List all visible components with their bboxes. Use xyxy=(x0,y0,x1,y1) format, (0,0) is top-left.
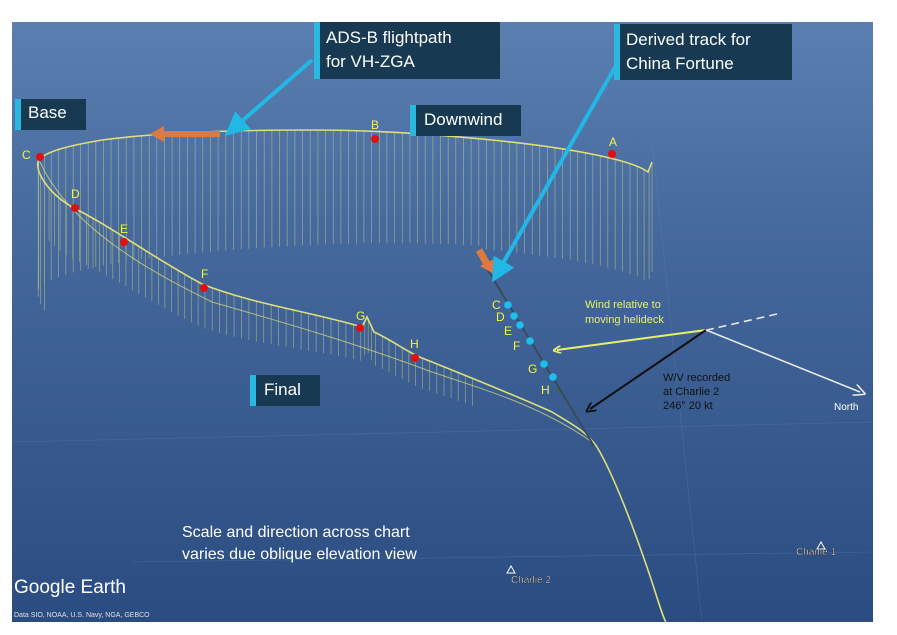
ship-marker-F[interactable] xyxy=(526,337,534,345)
google-earth-logo: Google Earth xyxy=(14,577,126,598)
ship-marker-G[interactable] xyxy=(540,360,548,368)
ship-label-G: G xyxy=(528,362,537,376)
wind-relative-label-1: Wind relative to xyxy=(585,299,661,311)
charlie-1-label: Charlie 1 xyxy=(796,547,836,558)
ship-label-D: D xyxy=(496,310,505,324)
marker-C[interactable] xyxy=(36,153,44,161)
marker-D[interactable] xyxy=(71,204,79,212)
ship-marker-H[interactable] xyxy=(549,373,557,381)
wv-label-3: 246° 20 kt xyxy=(663,400,713,412)
label-G: G xyxy=(356,309,365,323)
label-B: B xyxy=(371,118,379,132)
north-arrow xyxy=(705,329,860,392)
derived-track-callout: Derived track for China Fortune xyxy=(614,24,792,80)
place-charlie-1[interactable]: Charlie 1 xyxy=(796,540,837,558)
adsb-callout-line2: for VH-ZGA xyxy=(326,52,415,71)
label-C: C xyxy=(22,148,31,162)
label-F: F xyxy=(201,267,208,281)
grid-lines xyxy=(12,141,873,622)
derived-callout-line1: Derived track for xyxy=(626,30,751,49)
marker-B[interactable] xyxy=(371,135,379,143)
marker-E[interactable] xyxy=(120,238,128,246)
adsb-callout: ADS-B flightpath for VH-ZGA xyxy=(314,22,500,79)
derived-callout-line2: China Fortune xyxy=(626,54,734,73)
scale-note-2: varies due oblique elevation view xyxy=(182,546,417,563)
direction-arrow-flight xyxy=(150,126,220,142)
ship-marker-C[interactable] xyxy=(504,301,512,309)
ship-marker-D[interactable] xyxy=(510,312,518,320)
label-H: H xyxy=(410,337,419,351)
label-D: D xyxy=(71,187,80,201)
wv-label-1: W/V recorded xyxy=(663,372,730,384)
marker-F[interactable] xyxy=(200,284,208,292)
place-charlie-2[interactable]: Charlie 2 xyxy=(506,564,552,586)
recorded-wind-arrow xyxy=(590,329,707,409)
ship-label-H: H xyxy=(541,383,550,397)
map-attribution: Data SIO, NOAA, U.S. Navy, NGA, GEBCO xyxy=(14,612,150,619)
derived-callout-arrow xyxy=(492,61,620,283)
ship-label-C: C xyxy=(492,298,501,312)
wind-relative-label-2: moving helideck xyxy=(585,314,664,326)
downwind-label-text: Downwind xyxy=(424,110,503,129)
ship-label-E: E xyxy=(504,324,512,338)
ground-trace xyxy=(39,161,593,443)
base-label: Base xyxy=(15,99,86,130)
marker-H[interactable] xyxy=(411,354,419,362)
adsb-callout-line1: ADS-B flightpath xyxy=(326,28,452,47)
adsb-callout-arrow xyxy=(224,58,314,136)
north-label: North xyxy=(834,402,858,413)
adsb-flightpath xyxy=(37,129,667,622)
ship-label-F: F xyxy=(513,339,520,353)
charlie-2-label: Charlie 2 xyxy=(511,575,551,586)
relative-wind-arrow xyxy=(557,329,707,350)
ship-marker-E[interactable] xyxy=(516,321,524,329)
ship-heading-dashed-line xyxy=(706,313,778,331)
scale-note-1: Scale and direction across chart xyxy=(182,524,410,541)
direction-arrow-ship xyxy=(475,248,496,274)
wv-label-2: at Charlie 2 xyxy=(663,386,719,398)
final-label: Final xyxy=(250,375,320,406)
base-label-text: Base xyxy=(28,103,67,122)
derived-ship-track xyxy=(482,261,595,447)
marker-A[interactable] xyxy=(608,150,616,158)
downwind-label: Downwind xyxy=(410,105,521,136)
label-E: E xyxy=(120,222,128,236)
final-label-text: Final xyxy=(264,380,301,399)
marker-G[interactable] xyxy=(356,324,364,332)
label-A: A xyxy=(609,135,617,149)
